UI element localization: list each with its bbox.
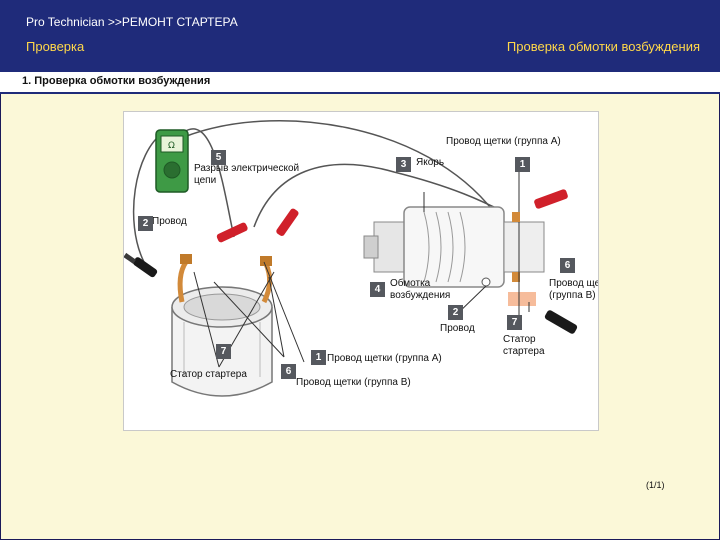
section-title-right: Проверка обмотки возбуждения <box>506 39 700 54</box>
label-stator-right-1: Статор <box>503 334 536 345</box>
subtitle-bar <box>0 72 720 94</box>
starter-motor-icon <box>363 206 545 306</box>
callout-1-bottom: 1 <box>311 350 326 365</box>
callout-6-right: 6 <box>560 258 575 273</box>
callout-7-left: 7 <box>216 344 231 359</box>
label-brush-wire-a-top: Провод щетки (группа А) <box>446 136 561 147</box>
label-stator-left: Статор стартера <box>170 369 247 380</box>
label-brush-wire-b-right-1: Провод щетки <box>549 278 599 289</box>
label-brush-wire-a-bottom: Провод щетки (группа А) <box>327 353 442 364</box>
label-wire-left: Провод <box>152 216 187 227</box>
svg-text:Ω: Ω <box>168 141 175 151</box>
callout-3: 3 <box>396 157 411 172</box>
probe-icon <box>124 252 158 278</box>
callout-7-right: 7 <box>507 315 522 330</box>
section-title-left: Проверка <box>26 39 85 54</box>
callout-2-left: 2 <box>138 216 153 231</box>
label-armature: Якорь <box>416 157 445 168</box>
label-field-coil-1: Обмотка <box>390 278 431 289</box>
header-bar <box>0 0 720 74</box>
label-brush-wire-b-bottom: Провод щетки (группа В) <box>296 377 411 388</box>
label-stator-right-2: стартера <box>503 346 545 357</box>
callout-5: 5 <box>211 150 226 165</box>
label-field-coil-2: возбуждения <box>390 290 451 301</box>
label-open-circuit-1: Разрыв электрической <box>194 163 300 174</box>
label-brush-wire-b-right-2: (группа В) <box>549 290 596 301</box>
label-wire-middle: Провод <box>440 323 475 334</box>
illustration-drawing: Ω <box>124 120 578 397</box>
label-open-circuit-2: цепи <box>194 175 217 186</box>
callout-1-top: 1 <box>515 157 530 172</box>
page-subtitle: 1. Проверка обмотки возбуждения <box>22 75 211 87</box>
callout-6-bottom: 6 <box>281 364 296 379</box>
callout-4: 4 <box>370 282 385 297</box>
breadcrumb[interactable]: Pro Technician >>РЕМОНТ СТАРТЕРА <box>26 15 238 29</box>
page-indicator: (1/1) <box>646 480 665 490</box>
illustration-panel: Ω <box>123 111 599 431</box>
ohmmeter-icon: Ω <box>155 129 189 193</box>
callout-2-middle: 2 <box>448 305 463 320</box>
